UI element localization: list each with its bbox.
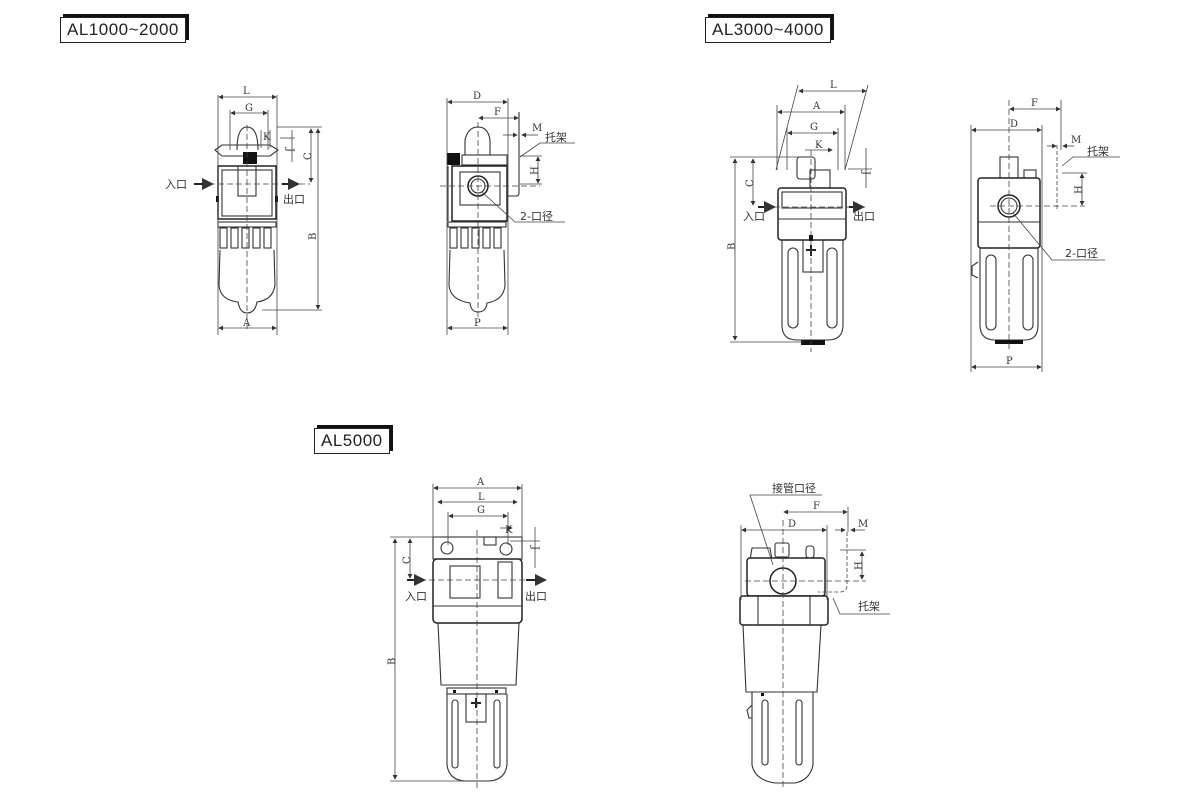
dim-label-K: K <box>263 132 271 143</box>
inlet-label: 入口 <box>743 210 765 223</box>
dim-label-D: D <box>788 519 796 530</box>
dim-label-B: B <box>387 658 398 665</box>
dim-label-F: F <box>1031 98 1038 109</box>
dim-label-G: G <box>477 505 485 516</box>
dim-label-G: G <box>810 122 818 133</box>
al1000-front-view: L G K J C B A 入口 出口 <box>165 86 322 335</box>
dim-label-D: D <box>1010 119 1018 130</box>
bracket-label: 托架 <box>1087 144 1109 158</box>
outlet-label: 出口 <box>853 209 875 223</box>
al1000-side-view: D F M 托架 H 2-口径 P <box>440 91 575 335</box>
dim-label-J: J <box>860 170 871 175</box>
dim-label-H: H <box>530 166 541 175</box>
dim-label-M: M <box>858 519 868 530</box>
dim-label-F: F <box>494 107 501 118</box>
dim-label-C: C <box>402 556 413 564</box>
inlet-label: 入口 <box>405 590 427 603</box>
inlet-label: 入口 <box>165 178 187 191</box>
fins <box>219 227 272 249</box>
dim-label-D: D <box>473 91 481 102</box>
dim-label-B: B <box>308 233 319 240</box>
port-size-label: 2-口径 <box>1065 247 1098 260</box>
dim-label-K: K <box>505 525 513 536</box>
dim-label-J: J <box>284 147 295 152</box>
dim-label-L: L <box>243 86 250 97</box>
bracket-label: 托架 <box>858 599 880 613</box>
dim-label-J: J <box>529 545 540 550</box>
dim-label-G: G <box>245 103 253 114</box>
dim-label-B: B <box>727 243 738 250</box>
al3000-front-view: L A G K J B C 入口 出口 <box>727 80 875 352</box>
dim-label-P: P <box>474 318 481 329</box>
outlet-label: 出口 <box>283 192 305 206</box>
dim-label-M: M <box>1071 135 1081 146</box>
dim-label-H: H <box>1074 185 1085 194</box>
outlet-label: 出口 <box>525 589 547 603</box>
dim-label-A: A <box>242 318 251 329</box>
dim-label-A: A <box>812 101 821 112</box>
dim-label-L: L <box>478 492 485 503</box>
dim-label-K: K <box>815 140 823 151</box>
dim-label-C: C <box>745 179 756 187</box>
dim-label-H: H <box>854 561 865 570</box>
pipe-port-size-label: 接管口径 <box>772 481 816 495</box>
port-size-label: 2-口径 <box>520 210 553 223</box>
dim-label-A: A <box>476 477 485 488</box>
dim-label-F: F <box>813 501 820 512</box>
al5000-front-view: A L G K J B C 入口 出口 <box>387 477 547 790</box>
dim-label-M: M <box>532 123 542 134</box>
model-title-al1000-2000: AL1000~2000 <box>60 17 186 43</box>
dim-label-L: L <box>830 80 837 91</box>
model-title-al3000-4000: AL3000~4000 <box>705 17 831 43</box>
bracket-label: 托架 <box>545 130 567 144</box>
dim-label-C: C <box>303 152 314 160</box>
al5000-side-view: D F M H 托架 接管口径 <box>739 481 890 790</box>
model-title-al5000: AL5000 <box>314 428 390 454</box>
al3000-side-view: D F M 托架 H 2-口径 P <box>970 98 1120 372</box>
dim-label-P: P <box>1006 356 1013 367</box>
